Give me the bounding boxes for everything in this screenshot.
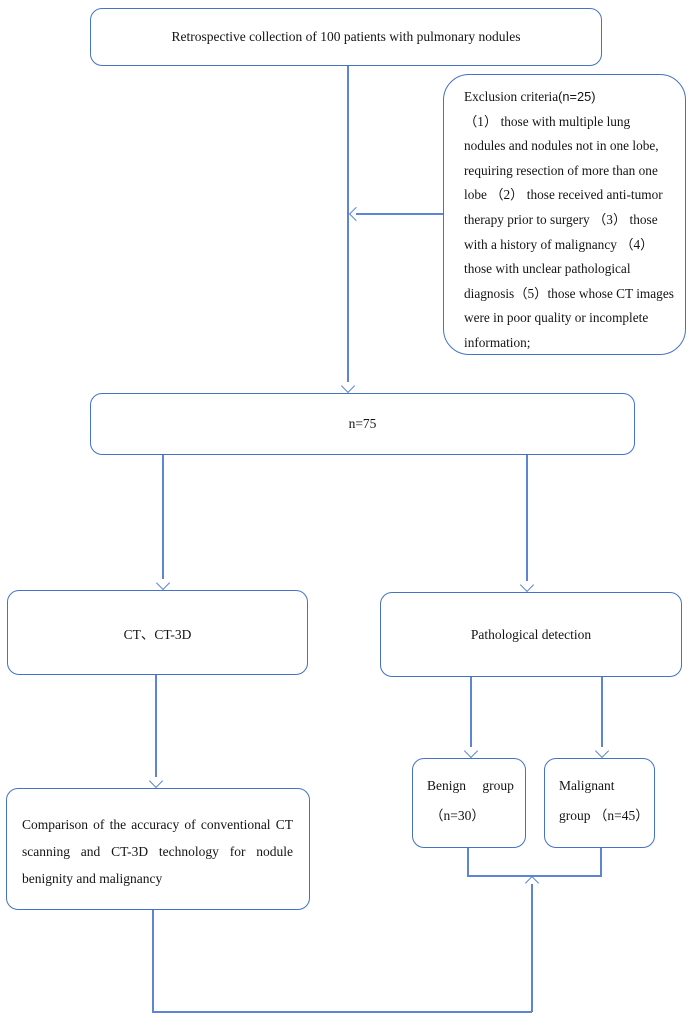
box-malignant-group: Malignant group （n=45） bbox=[544, 758, 655, 848]
box-ct-ct3d: CT、CT-3D bbox=[7, 590, 308, 675]
exclusion-line: therapy prior to surgery （3） those bbox=[464, 211, 658, 227]
exclusion-line: diagnosis（5）those whose CT images bbox=[464, 285, 674, 301]
box-comparison-label: Comparison of the accuracy of convention… bbox=[22, 817, 293, 886]
exclusion-line: with a history of malignancy （4） bbox=[464, 236, 654, 252]
arrowhead-up-icon bbox=[524, 875, 539, 891]
box-pathological-detection: Pathological detection bbox=[380, 592, 682, 677]
box-comparison: Comparison of the accuracy of convention… bbox=[6, 788, 310, 910]
box-benign-group: Benign group （n=30） bbox=[412, 758, 526, 848]
box-n75-label: n=75 bbox=[348, 416, 377, 431]
exclusion-line: lobe （2） those received anti-tumor bbox=[464, 187, 663, 203]
connector-benign-descender bbox=[467, 848, 469, 876]
connector-bottom-bar bbox=[152, 1011, 532, 1013]
box-exclusion-criteria: Exclusion criteria(n=25) （1） those with … bbox=[443, 74, 686, 355]
exclusion-line: （1） those with multiple lung bbox=[464, 113, 631, 129]
arrowhead-down-icon bbox=[519, 577, 534, 593]
exclusion-title-serif: Exclusion criteria bbox=[464, 89, 559, 104]
box-malignant-group-line2: group （n=45） bbox=[559, 808, 649, 823]
exclusion-line: requiring resection of more than one bbox=[464, 162, 658, 178]
box-benign-group-line2: （n=30） bbox=[430, 808, 485, 823]
exclusion-title: Exclusion criteria(n=25) bbox=[464, 85, 673, 110]
connector-group-join-bar bbox=[467, 875, 602, 877]
arrowhead-down-icon bbox=[340, 378, 355, 394]
connector-malignant-descender bbox=[600, 848, 602, 876]
exclusion-line: nodules and nodules not in one lobe, bbox=[464, 138, 659, 154]
box-retrospective-collection: Retrospective collection of 100 patients… bbox=[90, 8, 602, 66]
box-n75: n=75 bbox=[90, 393, 635, 455]
exclusion-line: those with unclear pathological bbox=[464, 261, 631, 277]
box-malignant-group-line1: Malignant bbox=[559, 778, 615, 793]
connector-pathological-to-benign bbox=[470, 677, 472, 747]
exclusion-line: were in poor quality or incomplete bbox=[464, 310, 649, 326]
arrowhead-down-icon bbox=[594, 743, 609, 759]
connector-exclusion-to-main bbox=[356, 213, 443, 215]
connector-pathological-to-malignant bbox=[601, 677, 603, 747]
arrowhead-down-icon bbox=[148, 773, 163, 789]
arrowhead-down-icon bbox=[155, 575, 170, 591]
connector-comparison-descender bbox=[152, 910, 154, 1012]
connector-ct-to-comparison bbox=[155, 675, 157, 777]
box-pathological-detection-label: Pathological detection bbox=[470, 626, 592, 642]
arrowhead-down-icon bbox=[463, 743, 478, 759]
connector-n75-to-pathological bbox=[526, 455, 528, 581]
exclusion-line: information; bbox=[464, 334, 531, 350]
arrowhead-left-icon bbox=[348, 206, 364, 221]
box-ct-ct3d-label: CT、CT-3D bbox=[123, 626, 192, 642]
box-benign-group-line1: Benign group bbox=[427, 778, 514, 793]
box-retrospective-collection-label: Retrospective collection of 100 patients… bbox=[171, 29, 521, 44]
exclusion-title-count: (n=25) bbox=[558, 89, 596, 104]
connector-n75-to-ct bbox=[162, 455, 164, 579]
connector-top-to-n75 bbox=[347, 66, 349, 382]
connector-bottom-up bbox=[531, 884, 533, 1012]
